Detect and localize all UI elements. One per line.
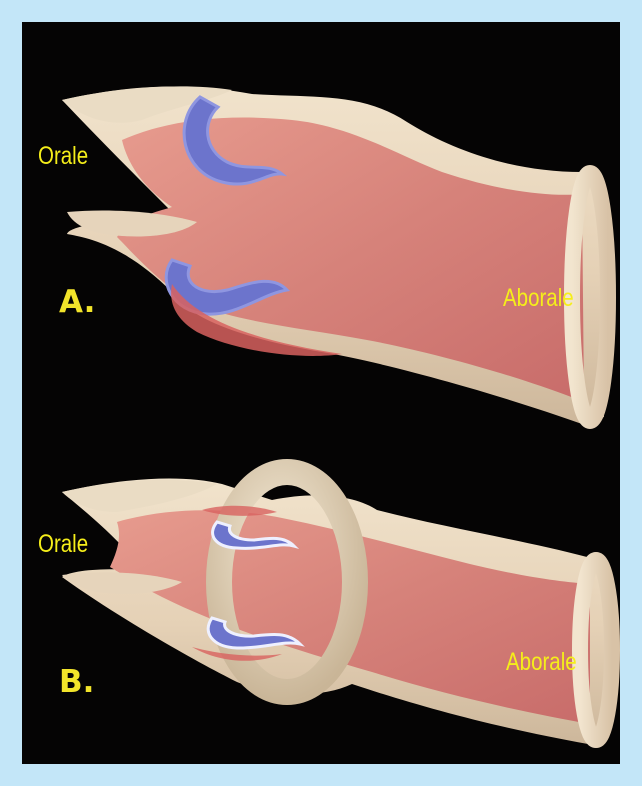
panel-b-aboral-label: Aborale [506, 648, 577, 677]
segment-a-lumen [117, 117, 584, 402]
panel-a-letter: A. [59, 284, 95, 320]
panel-b-letter: B. [59, 664, 94, 700]
segment-b [62, 472, 612, 744]
panel-a-oral-label: Orale [38, 142, 88, 171]
panel-a-aboral-label: Aborale [503, 284, 574, 313]
segment-a [62, 86, 608, 424]
panel-b-oral-label: Orale [38, 530, 88, 559]
figure-panel: Orale A. Aborale Orale B. Aborale [22, 22, 620, 764]
